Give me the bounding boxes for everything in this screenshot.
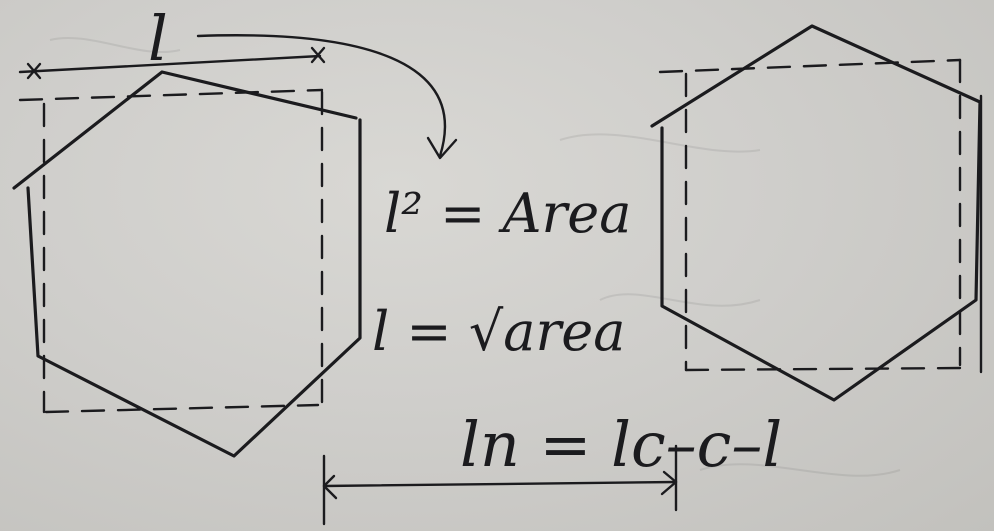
- new-length-formula: ln = lc–c–l: [460, 408, 782, 481]
- sqrt-formula: l = √area: [372, 300, 625, 363]
- left-hexagon: [14, 72, 360, 456]
- right-dashed-rectangle: [660, 60, 960, 370]
- area-formula: l² = Area: [384, 182, 631, 245]
- curved-arrow: [198, 35, 456, 158]
- left-dashed-square: [20, 90, 322, 412]
- length-label: l: [148, 2, 168, 75]
- right-hexagon: [652, 26, 980, 400]
